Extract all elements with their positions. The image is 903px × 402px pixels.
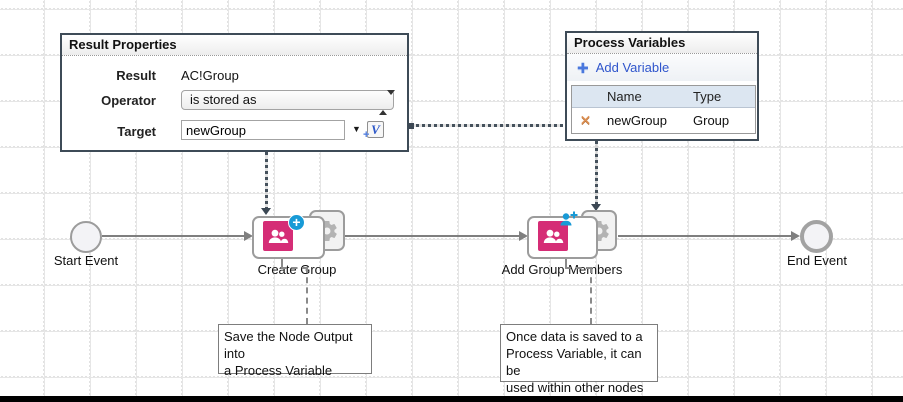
connector-variables-to-add-members: [595, 141, 598, 205]
connector-arrowhead-icon: [591, 204, 601, 211]
result-value: AC!Group: [181, 68, 239, 83]
window-bottom-edge: [0, 396, 903, 402]
column-header-name: Name: [607, 89, 642, 104]
group-icon: [538, 221, 568, 251]
operator-label: Operator: [101, 93, 156, 108]
target-label: Target: [117, 124, 156, 139]
annotation-note-1: Save the Node Output into a Process Vari…: [218, 324, 372, 378]
flow-arrowhead-icon: [791, 231, 800, 241]
delete-variable-icon[interactable]: ✕: [579, 112, 592, 128]
operator-select-value: is stored as: [190, 92, 257, 107]
result-properties-title: Result Properties: [62, 35, 407, 56]
connector-endpoint-icon: [408, 123, 414, 129]
annotation-connector: [590, 267, 592, 324]
flow-arrow: [618, 235, 791, 237]
end-event-node[interactable]: [800, 220, 833, 253]
target-dropdown-arrow-icon[interactable]: ▼: [352, 124, 361, 134]
column-header-type: Type: [693, 89, 722, 104]
annotation-connector: [565, 257, 567, 269]
process-variables-title: Process Variables: [567, 33, 757, 54]
select-stepper-icon: [379, 90, 395, 115]
variables-table-header: Name Type: [572, 86, 755, 108]
operator-select[interactable]: is stored as: [181, 90, 395, 115]
start-event-label: Start Event: [53, 253, 119, 268]
variables-table: Name Type ✕ newGroup Group: [571, 85, 756, 134]
connector-result-to-create-group: [265, 152, 268, 210]
flow-arrowhead-icon: [244, 231, 253, 241]
add-variable-link[interactable]: Add Variable: [595, 60, 670, 75]
connector-arrowhead-icon: [261, 208, 271, 215]
target-input[interactable]: [181, 120, 345, 140]
start-event-node[interactable]: [70, 221, 102, 253]
add-variable-plus-icon: ✚: [577, 59, 589, 76]
end-event-label: End Event: [787, 253, 847, 268]
add-group-members-label: Add Group Members: [501, 262, 623, 277]
add-variable-button[interactable]: ✚ Add Variable: [567, 54, 757, 81]
connector-target-to-variables: [411, 124, 563, 127]
variable-type: Group: [693, 113, 730, 128]
flow-arrow: [102, 235, 245, 237]
result-properties-panel: Result Properties Result AC!Group Operat…: [60, 33, 409, 152]
annotation-connector: [281, 267, 308, 269]
process-variables-panel: Process Variables ✚ Add Variable Name Ty…: [565, 31, 759, 141]
result-label: Result: [116, 68, 156, 83]
annotation-connector: [306, 267, 308, 324]
variable-picker-icon[interactable]: V +: [363, 121, 384, 141]
flow-arrowhead-icon: [519, 231, 528, 241]
annotation-note-2: Once data is saved to a Process Variable…: [500, 324, 658, 395]
variable-name: newGroup: [607, 113, 667, 128]
create-group-label: Create Group: [257, 262, 337, 277]
flow-arrow: [338, 235, 519, 237]
plus-badge-icon: +: [288, 214, 305, 231]
variable-row: ✕ newGroup Group: [572, 108, 755, 133]
annotation-connector: [281, 257, 283, 269]
person-add-badge-icon: [558, 210, 578, 231]
annotation-connector: [565, 267, 592, 269]
